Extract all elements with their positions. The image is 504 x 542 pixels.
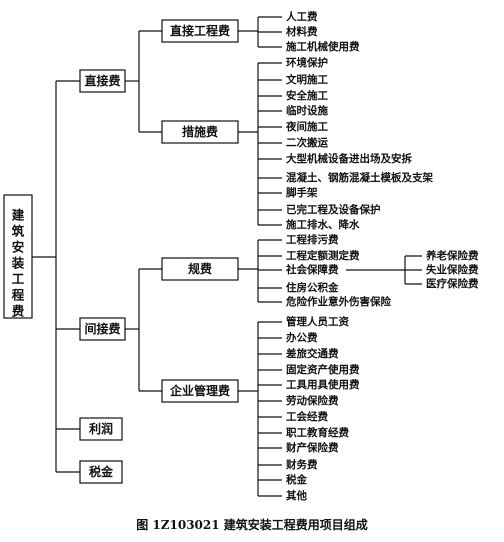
leaf-item: 施工机械使用费 <box>286 40 360 53</box>
indirect-cost-label: 间接费 <box>84 321 120 336</box>
leaf-item: 安全施工 <box>286 89 328 102</box>
leaf-item: 脚手架 <box>286 186 318 199</box>
root-box <box>3 194 33 319</box>
root-label-char: 装 <box>11 256 25 271</box>
leaf-item: 固定资产使用费 <box>286 363 360 376</box>
leaf-item: 差旅交通费 <box>286 347 339 360</box>
leaf-item: 养老保险费 <box>425 249 479 262</box>
root-label-char: 费 <box>12 304 25 319</box>
leaf-item: 人工费 <box>286 10 318 23</box>
leaf-item: 工会经费 <box>286 410 328 423</box>
tax-label: 税金 <box>89 464 114 479</box>
management-items: 管理人员工资办公费差旅交通费固定资产使用费工具用具使用费劳动保险费工会经费职工教… <box>257 315 360 502</box>
leaf-item: 文明施工 <box>285 73 328 86</box>
leaf-item: 财务费 <box>285 458 318 471</box>
leaf-item: 社会保障费 <box>285 263 339 276</box>
leaf-item: 医疗保险费 <box>426 277 479 290</box>
root-label-char: 安 <box>12 240 25 255</box>
leaf-item: 其他 <box>286 489 307 502</box>
root-label-char: 筑 <box>12 224 25 239</box>
measures-items: 环境保护文明施工安全施工临时设施夜间施工二次搬运大型机械设备进出场及安拆混凝土、… <box>257 56 433 231</box>
leaf-item: 施工排水、降水 <box>286 218 360 231</box>
leaf-item: 办公费 <box>286 331 318 344</box>
leaf-item: 夜间施工 <box>285 120 328 133</box>
leaf-item: 工程排污费 <box>286 233 339 246</box>
profit-label: 利润 <box>89 421 113 436</box>
leaf-item: 失业保险费 <box>426 263 479 276</box>
leaf-item: 二次搬运 <box>286 136 328 149</box>
leaf-item: 危险作业意外伤害保险 <box>285 295 391 308</box>
figure-caption: 图 1Z103021 建筑安装工程费用项目组成 <box>136 517 368 532</box>
root-label-char: 程 <box>12 288 25 303</box>
leaf-item: 税金 <box>286 473 307 486</box>
leaf-item: 已完工程及设备保护 <box>286 203 381 216</box>
leaf-item: 材料费 <box>285 25 318 38</box>
root-label-char: 建 <box>12 208 25 223</box>
leaf-item: 住房公积金 <box>286 281 339 294</box>
management-label: 企业管理费 <box>169 383 230 398</box>
leaf-item: 大型机械设备进出场及安拆 <box>286 152 412 165</box>
direct-engineering-label: 直接工程费 <box>170 23 230 38</box>
leaf-item: 劳动保险费 <box>286 394 339 407</box>
leaf-item: 财产保险费 <box>285 441 339 454</box>
tax-box <box>79 460 123 484</box>
leaf-item: 临时设施 <box>286 104 328 117</box>
leaf-item: 工具用具使用费 <box>286 378 360 391</box>
measures-label: 措施费 <box>182 124 218 139</box>
leaf-item: 职工教育经费 <box>286 426 349 439</box>
direct-cost-label: 直接费 <box>84 73 120 88</box>
root-label-char: 工 <box>12 272 25 287</box>
root-label: 建筑安装工程费 <box>11 208 25 319</box>
leaf-item: 混凝土、钢筋混凝土模板及支架 <box>286 171 433 184</box>
leaf-item: 环境保护 <box>286 56 328 69</box>
profit-box <box>79 417 123 441</box>
fees-label: 规费 <box>188 261 212 276</box>
leaf-item: 工程定额测定费 <box>286 249 360 262</box>
leaf-item: 管理人员工资 <box>286 315 349 328</box>
